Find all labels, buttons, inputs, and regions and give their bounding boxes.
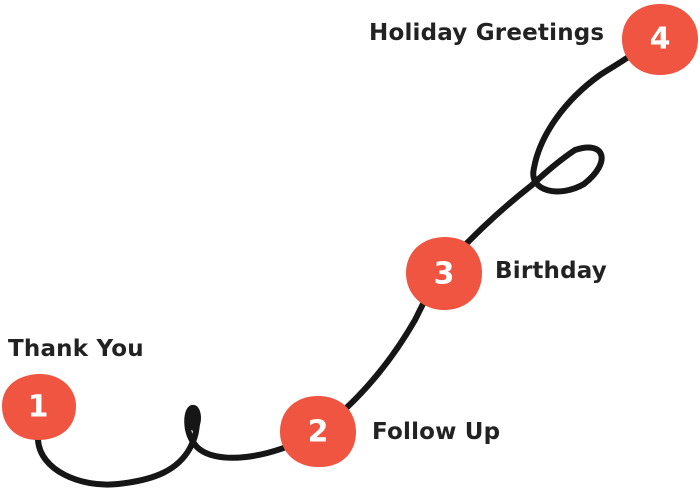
marker-blob [280, 396, 356, 468]
ink-knot [187, 405, 201, 431]
step-number-4: 4 [650, 22, 671, 57]
step-marker-4: 4 [622, 4, 698, 75]
step-number-1: 1 [28, 390, 49, 425]
step-label-4: Holiday Greetings [369, 20, 605, 46]
marker-blob [622, 4, 698, 75]
step-label-3: Birthday [495, 258, 607, 284]
step-label-2: Follow Up [372, 419, 501, 445]
step-label-1: Thank You [8, 336, 144, 362]
step-marker-2: 2 [280, 396, 356, 468]
marker-blob [2, 373, 76, 440]
marker-blob [406, 237, 482, 310]
step-marker-1: 1 [2, 373, 76, 440]
step-marker-3: 3 [406, 237, 482, 310]
step-number-3: 3 [434, 257, 455, 292]
step-number-2: 2 [308, 415, 329, 450]
